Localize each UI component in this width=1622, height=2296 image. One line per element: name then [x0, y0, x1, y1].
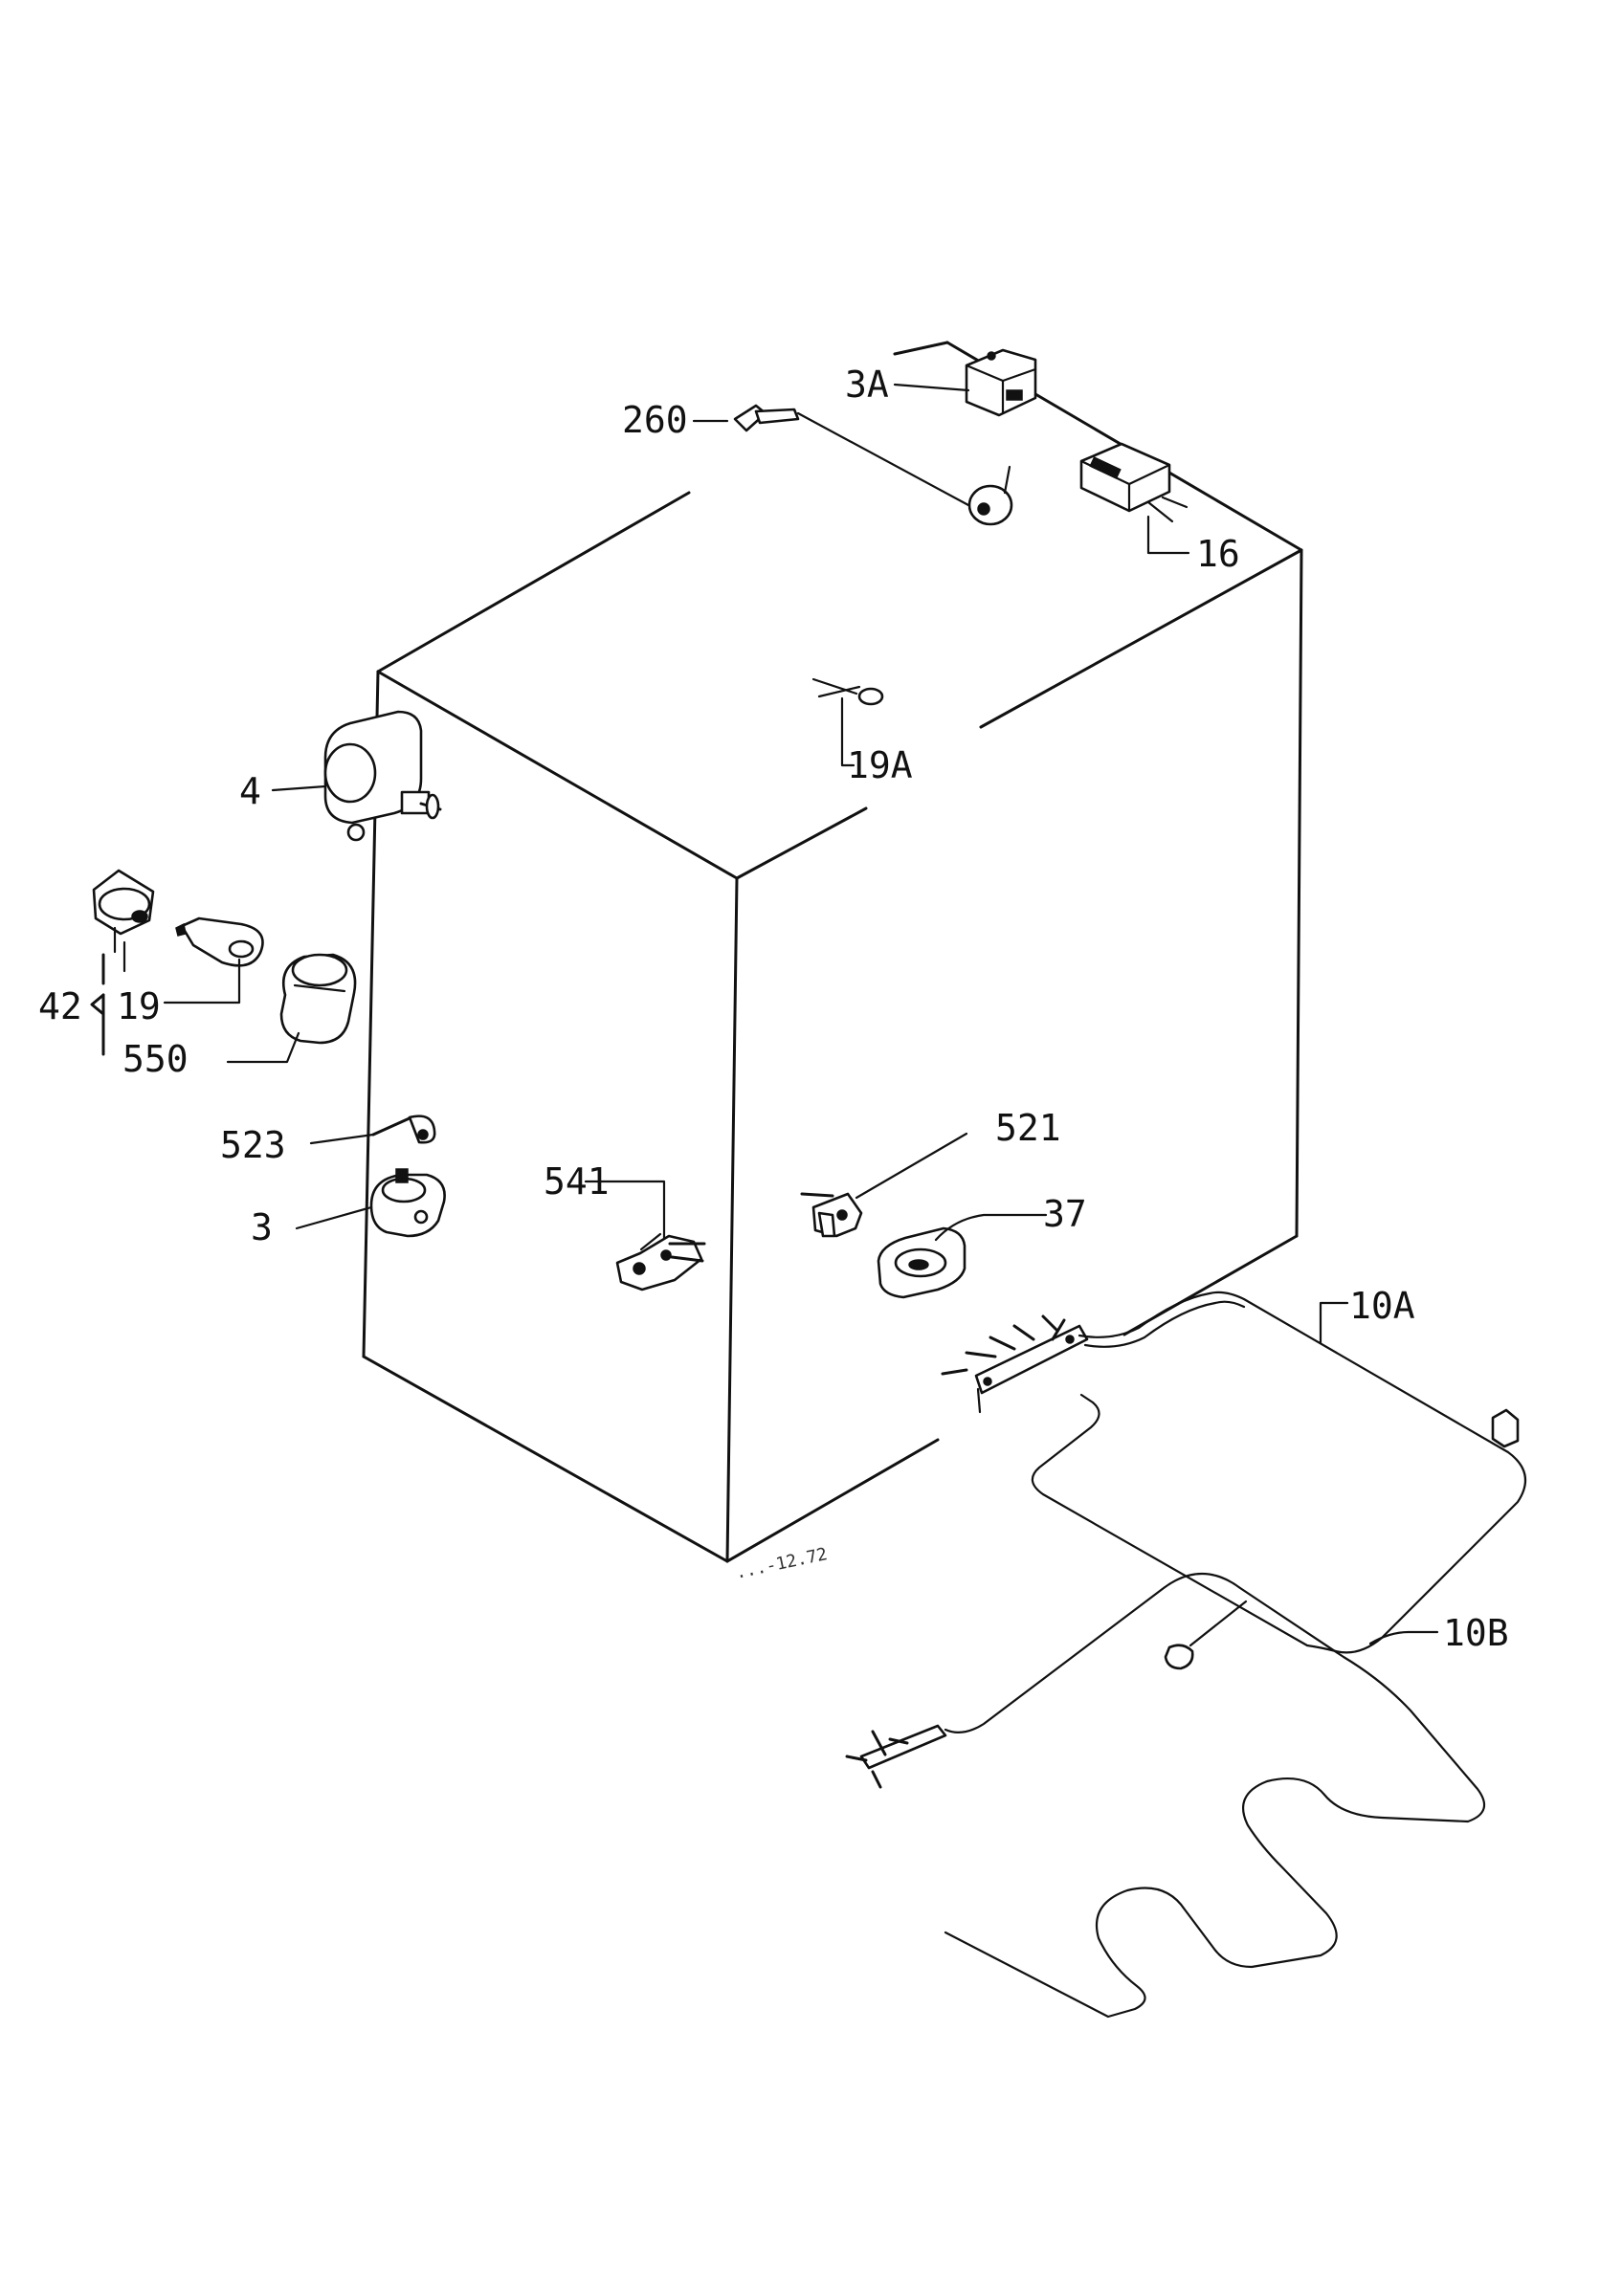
bracket-group-42 — [90, 953, 105, 1056]
label-550: 550 — [122, 1038, 189, 1080]
part-10B-bottom-element — [845, 1572, 1486, 2019]
label-10B: 10B — [1443, 1612, 1509, 1654]
leader-4 — [271, 784, 327, 792]
label-541: 541 — [544, 1160, 610, 1203]
leader-19A — [840, 696, 855, 767]
leader-550 — [226, 1031, 300, 1064]
label-3: 3 — [251, 1206, 273, 1248]
part-541-connector — [615, 1232, 706, 1292]
leader-16 — [1146, 515, 1190, 555]
label-19A: 19A — [847, 744, 913, 786]
part-3A-switch — [965, 348, 1037, 417]
label-523: 523 — [220, 1124, 286, 1166]
label-260: 260 — [622, 399, 688, 441]
leader-541 — [584, 1180, 666, 1241]
part-3-thermostat — [369, 1168, 446, 1238]
part-19-lamp — [175, 916, 264, 967]
leader-37 — [934, 1213, 1048, 1242]
part-4-selector-switch — [323, 710, 442, 842]
part-16-terminal-block — [1079, 442, 1189, 523]
label-19: 19 — [117, 985, 161, 1027]
part-42-lamp-holder — [92, 869, 155, 954]
leader-10B — [1368, 1630, 1439, 1645]
leader-10A — [1319, 1301, 1349, 1345]
part-19A-probe — [811, 677, 884, 706]
leader-523 — [309, 1133, 375, 1145]
label-16: 16 — [1196, 533, 1240, 575]
leader-521 — [855, 1132, 968, 1200]
label-521: 521 — [995, 1107, 1061, 1149]
leader-3A — [893, 383, 970, 392]
part-550-control-knob — [279, 953, 357, 1045]
part-521-clip — [800, 1192, 863, 1238]
part-260-thermostat-capillary — [733, 404, 1013, 526]
label-4: 4 — [239, 770, 261, 812]
label-37: 37 — [1043, 1193, 1087, 1235]
part-523-wire-link — [371, 1115, 436, 1144]
leader-19 — [163, 958, 241, 1004]
leader-3 — [295, 1205, 373, 1230]
part-37-lamp-cover — [877, 1226, 967, 1299]
label-3A: 3A — [845, 364, 889, 406]
part-10A-grill-element — [941, 1291, 1527, 1670]
label-42: 42 — [38, 985, 82, 1027]
oven-cabinet: ...-12.72 — [362, 341, 1303, 1583]
label-10A: 10A — [1349, 1285, 1415, 1327]
